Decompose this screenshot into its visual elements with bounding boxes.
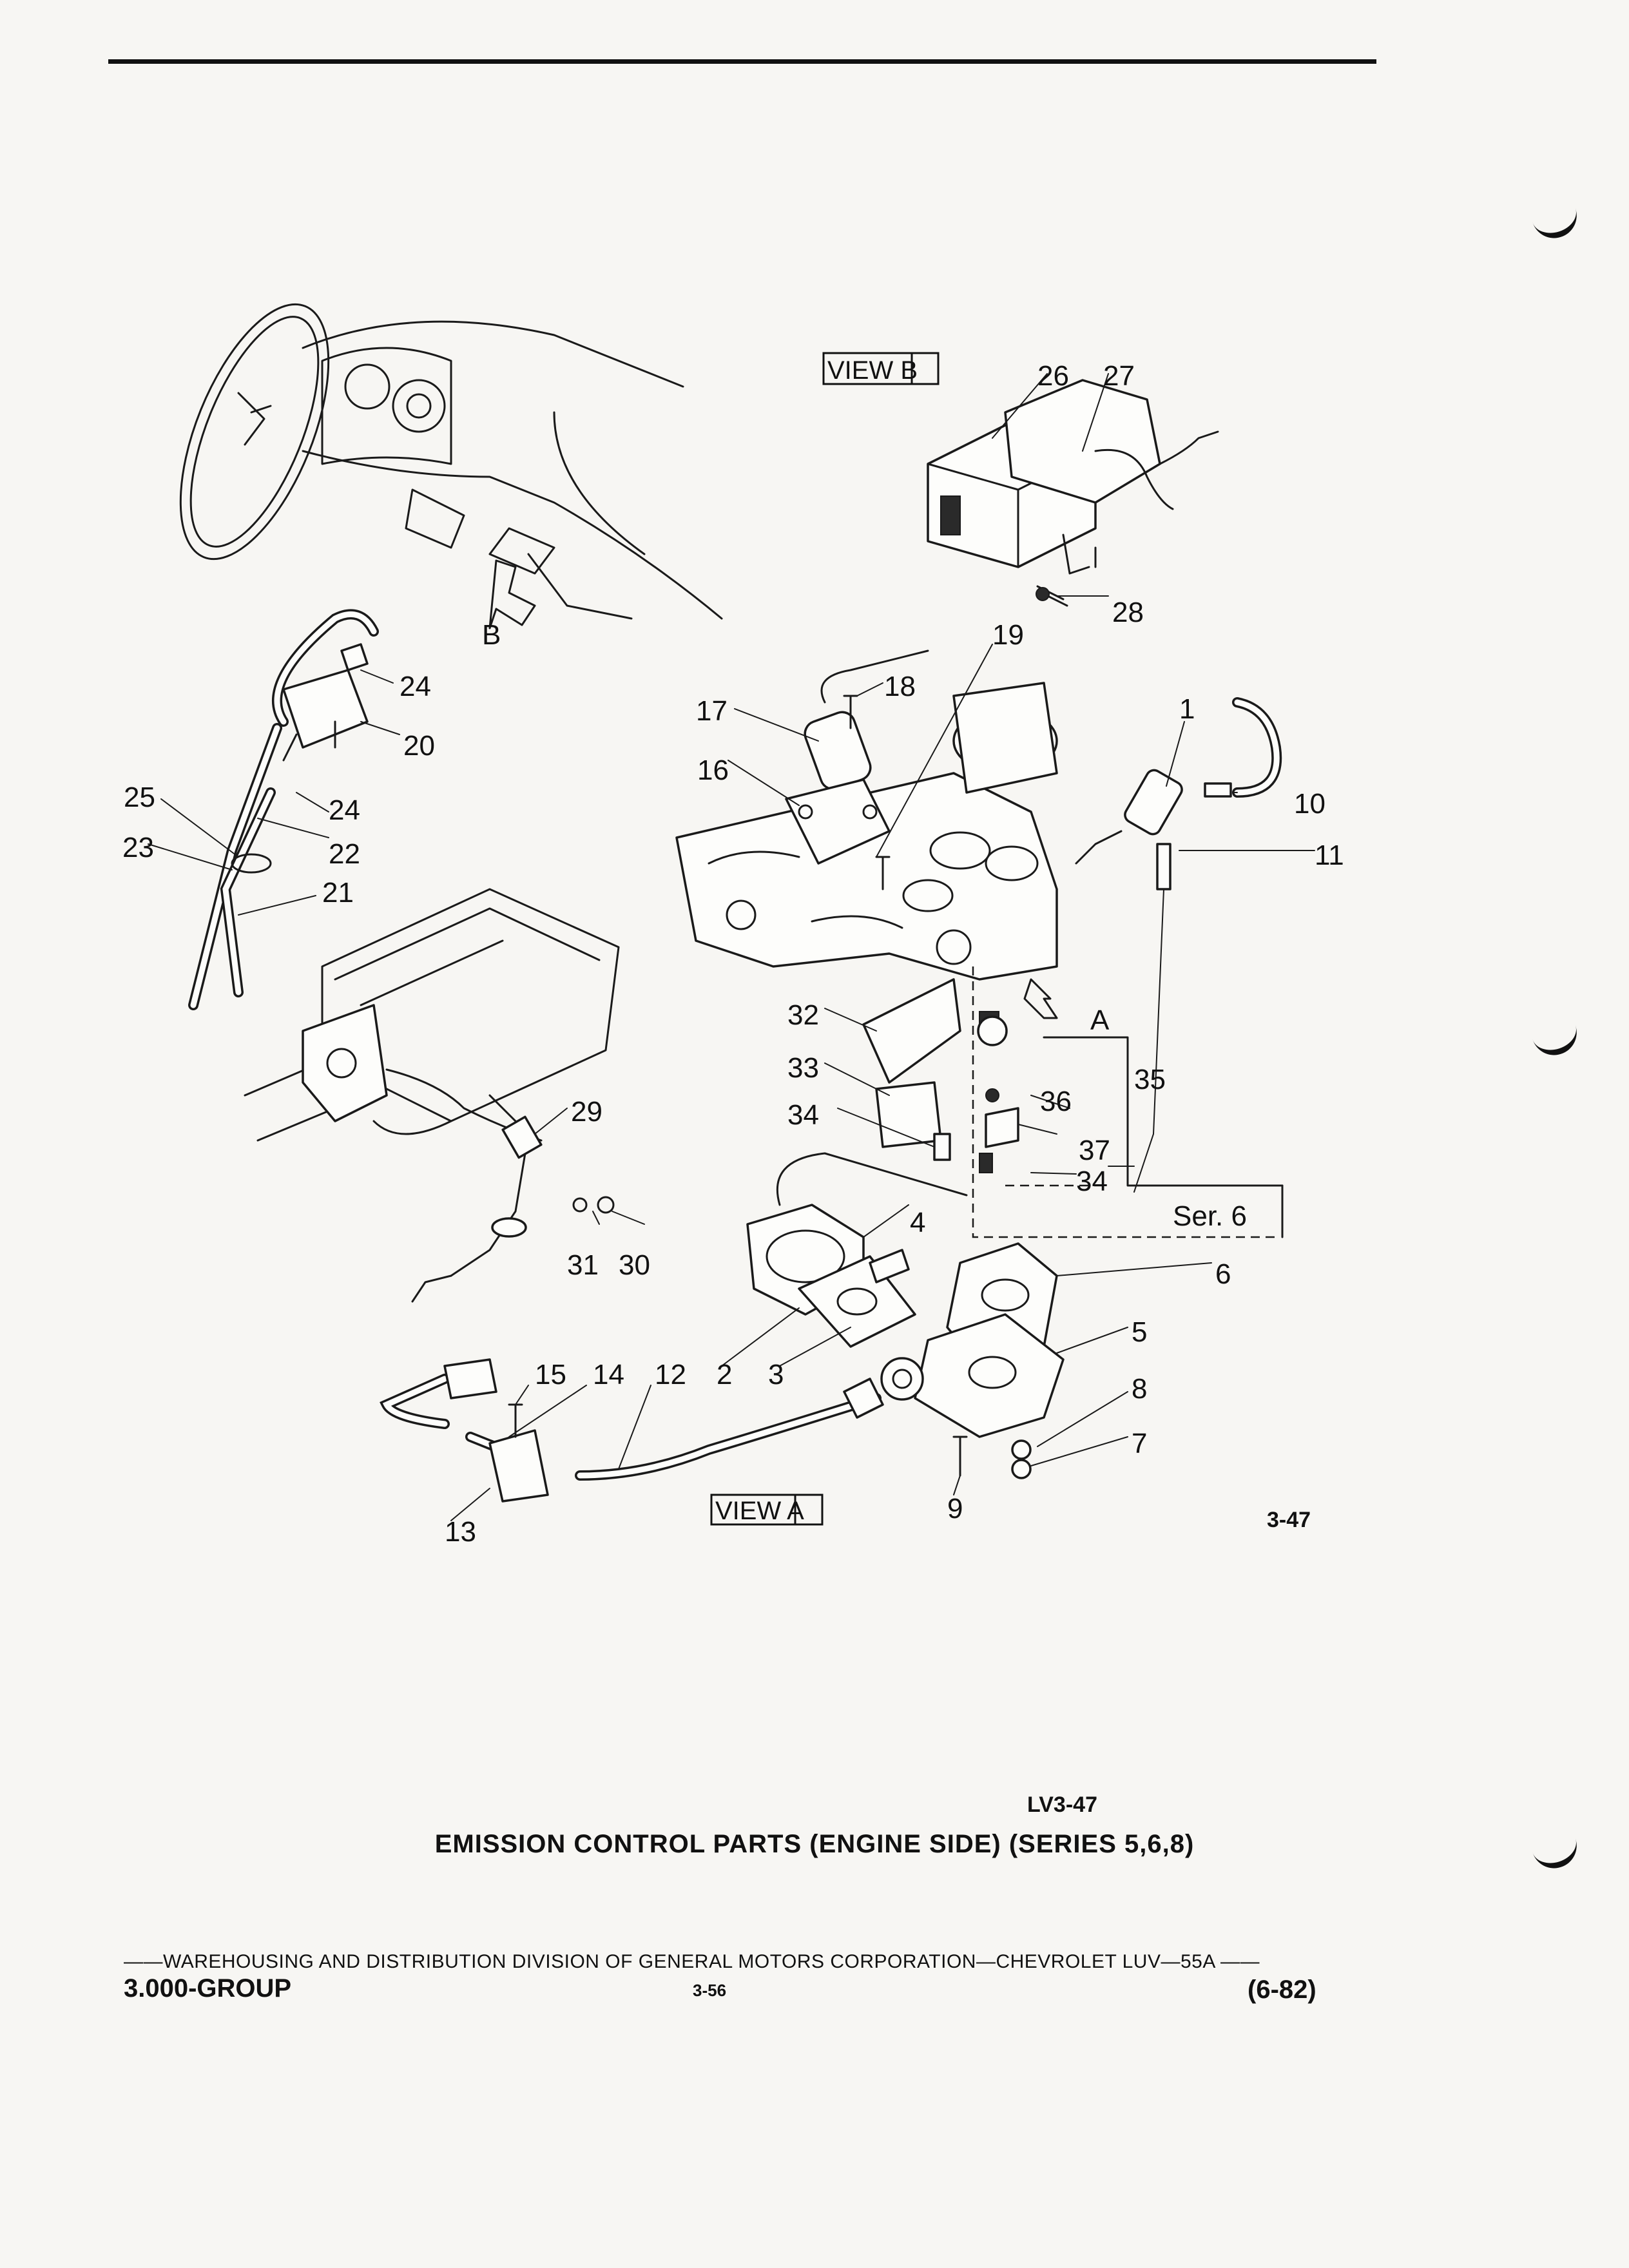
callout-11: 11 <box>1315 840 1344 871</box>
callout-34-left: 34 <box>787 1099 819 1131</box>
callout-28: 28 <box>1112 597 1144 628</box>
image-ref: LV3-47 <box>1027 1792 1097 1817</box>
footer-date: (6-82) <box>1248 1975 1316 2004</box>
egr-pipe-flange <box>880 1242 1065 1479</box>
footer-page-number: 3-56 <box>693 1981 727 2000</box>
callout-12: 12 <box>655 1359 686 1390</box>
callout-23: 23 <box>122 832 154 863</box>
callout-24-lower: 24 <box>329 794 360 826</box>
callout-21: 21 <box>322 877 354 908</box>
callout-33: 33 <box>787 1052 819 1084</box>
callout-14: 14 <box>593 1359 624 1390</box>
callout-numbers: 26 27 28 19 18 17 16 1 10 11 24 20 25 24… <box>122 360 1344 1548</box>
callout-36: 36 <box>1040 1086 1072 1117</box>
callout-37: 37 <box>1079 1135 1110 1166</box>
footer-group: 3.000-GROUP <box>124 1974 292 2003</box>
callout-1: 1 <box>1179 693 1195 725</box>
view-b-label-group: VIEW B <box>822 352 940 385</box>
view-b-label: VIEW B <box>827 356 918 385</box>
callout-13: 13 <box>445 1516 476 1548</box>
svg-text:Ser. 6: Ser. 6 <box>1173 1200 1247 1232</box>
a-marker: A <box>1090 1004 1110 1036</box>
callout-18: 18 <box>884 671 916 702</box>
callout-31: 31 <box>567 1249 599 1281</box>
dashboard-illustration <box>179 303 723 629</box>
callout-15: 15 <box>535 1359 566 1390</box>
callout-19: 19 <box>992 619 1024 651</box>
callout-35: 35 <box>1134 1064 1166 1095</box>
intake-manifold <box>675 682 1058 981</box>
callout-30: 30 <box>619 1249 650 1281</box>
sensor-assembly <box>411 1094 615 1303</box>
egr-pipe <box>380 1358 884 1503</box>
callout-34-right: 34 <box>1076 1166 1108 1197</box>
callout-10: 10 <box>1294 788 1325 820</box>
callout-3: 3 <box>768 1359 784 1390</box>
callout-8: 8 <box>1132 1373 1147 1405</box>
callout-24-upper: 24 <box>400 671 431 702</box>
relay-modules <box>927 379 1219 575</box>
air-cleaner <box>244 888 620 1142</box>
solenoid-assembly <box>785 649 929 890</box>
vacuum-switch-assembly <box>188 609 379 1010</box>
view-a-arrow <box>1023 978 1058 1019</box>
screw-28 <box>1036 585 1068 607</box>
view-a-label-group: VIEW A <box>710 1494 824 1526</box>
callout-16: 16 <box>697 754 729 786</box>
vacuum-valve <box>1075 697 1282 1193</box>
series-box: Ser. 6 <box>1043 1036 1284 1238</box>
callout-27: 27 <box>1103 360 1135 392</box>
figure-ref: 3-47 <box>1267 1508 1311 1532</box>
callout-4: 4 <box>910 1207 925 1238</box>
mounting-brackets <box>862 978 1019 1173</box>
leader-line <box>972 966 1276 1238</box>
callout-7: 7 <box>1132 1428 1147 1459</box>
callout-22: 22 <box>329 838 360 870</box>
callout-9: 9 <box>947 1493 963 1524</box>
callout-25: 25 <box>124 782 155 813</box>
callout-6: 6 <box>1215 1258 1231 1290</box>
callout-leaders <box>148 373 1315 1521</box>
top-rule <box>108 59 1376 64</box>
view-a-label: VIEW A <box>715 1497 804 1525</box>
footer-publisher-line: ——WAREHOUSING AND DISTRIBUTION DIVISION … <box>124 1951 1260 1972</box>
egr-valve <box>746 1152 968 1348</box>
figure-caption: EMISSION CONTROL PARTS (ENGINE SIDE) (SE… <box>434 1830 1195 1858</box>
callout-5: 5 <box>1132 1316 1147 1348</box>
callout-26: 26 <box>1037 360 1069 392</box>
callout-32: 32 <box>787 999 819 1031</box>
callout-2: 2 <box>717 1359 732 1390</box>
callout-17: 17 <box>696 695 728 727</box>
b-marker: B <box>482 619 501 651</box>
callout-20: 20 <box>403 730 435 762</box>
callout-29: 29 <box>571 1096 602 1128</box>
